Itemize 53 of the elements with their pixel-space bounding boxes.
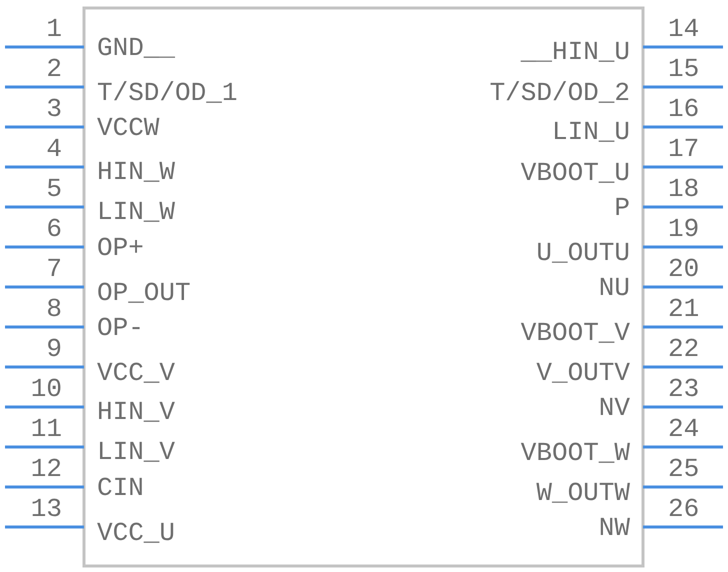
pin-name: VCC_V (97, 359, 176, 387)
pin-number: 20 (668, 255, 700, 283)
pin-name: LIN_W (97, 198, 176, 226)
pin-number: 16 (668, 95, 700, 123)
pin-number: 4 (46, 135, 62, 163)
pin-name: HIN_W (97, 158, 176, 186)
pin-name: VCC_U (97, 519, 176, 547)
pin-name: VCCW (97, 114, 160, 142)
pin-number: 11 (30, 415, 62, 443)
pin-number: 17 (668, 135, 700, 163)
pin-name: VBOOT_V (520, 319, 630, 347)
pin-name: P (614, 194, 630, 222)
pin-name: LIN_U (552, 118, 630, 146)
pin-number: 25 (668, 455, 700, 483)
pin-number: 23 (668, 375, 700, 403)
pin-number: 8 (46, 295, 62, 323)
pin-name: V_OUTV (536, 359, 630, 387)
pin-name: OP- (97, 314, 144, 342)
pin-name: NV (598, 394, 630, 422)
pin-number: 14 (668, 15, 700, 43)
pin-number: 21 (668, 295, 700, 323)
pin-number: 7 (46, 255, 62, 283)
pin-number: 5 (46, 175, 62, 203)
pin-number: 19 (668, 215, 700, 243)
pin-name: __HIN_U (520, 38, 630, 66)
pin-name: VBOOT_U (520, 159, 630, 187)
pin-number: 18 (668, 175, 700, 203)
pin-number: 24 (668, 415, 700, 443)
pin-name: NW (598, 514, 630, 542)
pin-number: 3 (46, 95, 62, 123)
pin-number: 1 (46, 15, 62, 43)
pin-number: 2 (46, 55, 62, 83)
pin-number: 22 (668, 335, 700, 363)
pin-name: VBOOT_W (520, 439, 630, 467)
pin-name: OP_OUT (97, 279, 191, 307)
chip-body (82, 6, 644, 568)
pin-name: OP+ (97, 234, 144, 262)
pin-name: T/SD/OD_1 (97, 79, 238, 107)
pin-number: 15 (668, 55, 700, 83)
pin-number: 26 (668, 495, 700, 523)
pin-name: U_OUTU (536, 239, 630, 267)
pin-number: 12 (30, 455, 62, 483)
pin-number: 9 (46, 335, 62, 363)
pin-name: T/SD/OD_2 (490, 79, 630, 107)
pin-name: HIN_V (97, 398, 176, 426)
pin-number: 10 (30, 375, 62, 403)
pin-number: 13 (30, 495, 62, 523)
pin-name: GND__ (97, 34, 176, 62)
pin-name: NU (598, 274, 630, 302)
pin-number: 6 (46, 215, 62, 243)
pin-name: CIN (97, 474, 144, 502)
pin-name: LIN_V (97, 438, 176, 466)
pin-name: W_OUTW (536, 479, 630, 507)
